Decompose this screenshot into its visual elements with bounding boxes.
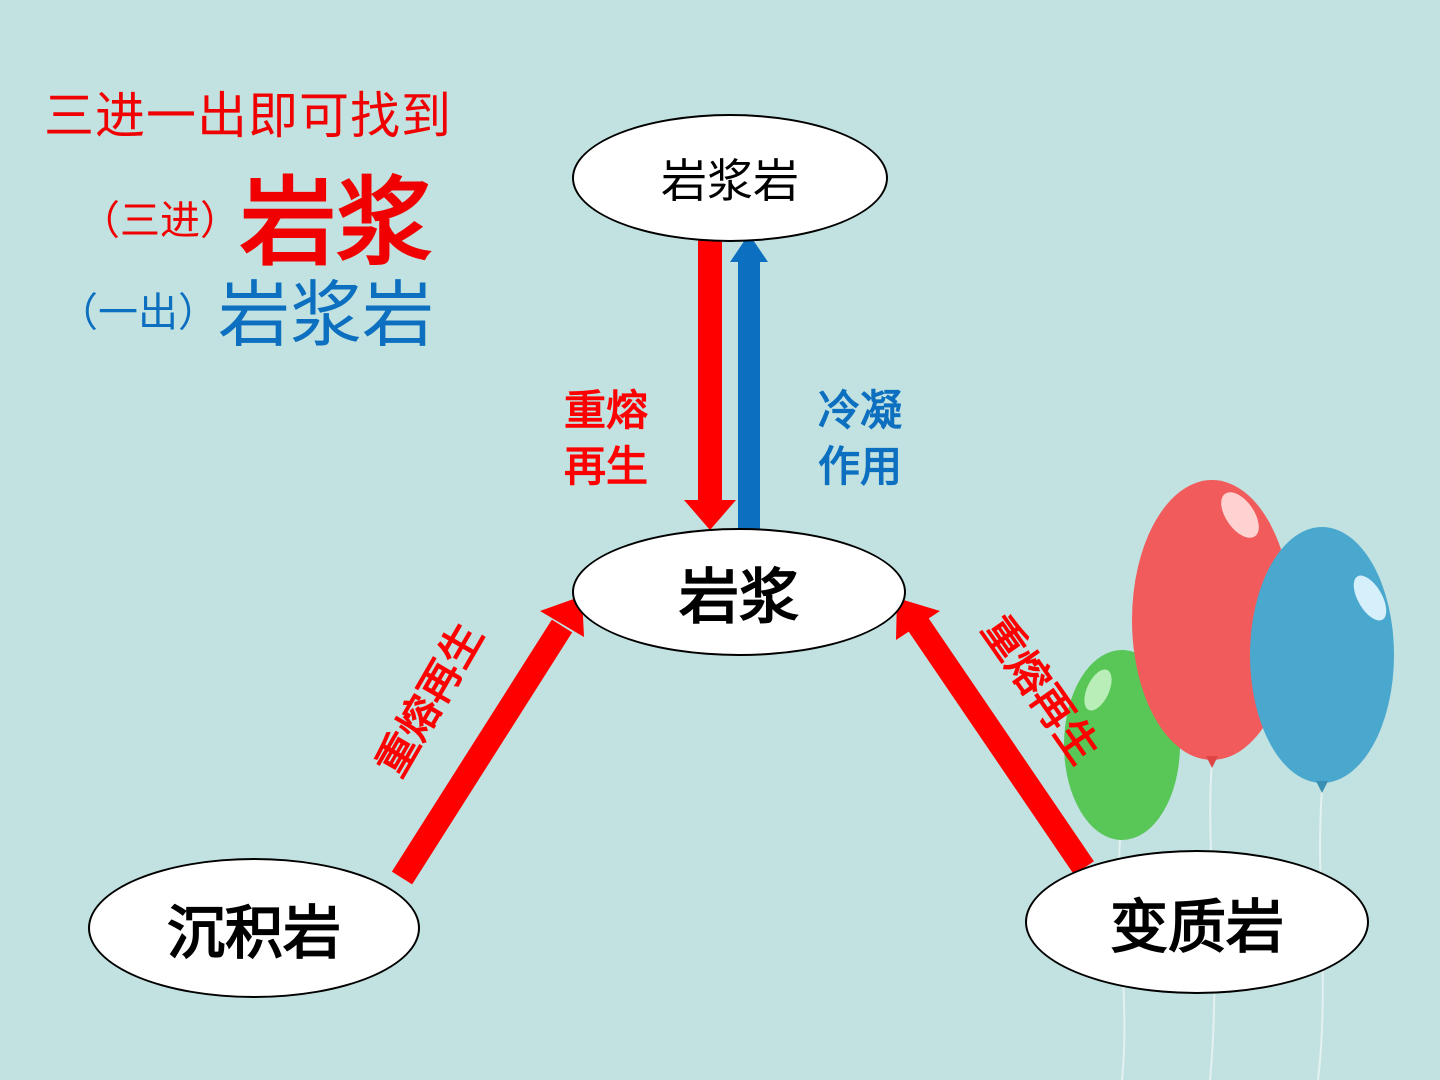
arrow-magma-to-igneous <box>730 234 768 530</box>
arrow-metamorphic-to-magma <box>896 598 1094 875</box>
label-condensation-line2: 作用 <box>818 442 903 491</box>
legend-title: 三进一出即可找到 <box>44 87 452 145</box>
node-sedimentary-rock: 沉积岩 <box>88 858 420 998</box>
node-igneous-rock: 岩浆岩 <box>572 114 888 242</box>
node-magma: 岩浆 <box>572 528 906 656</box>
arrow-igneous-to-magma <box>684 234 736 530</box>
legend-one-out-main: 岩浆岩 <box>218 273 435 357</box>
legend-one-out: （一出）岩浆岩 <box>58 256 434 361</box>
balloon-red <box>1132 480 1292 768</box>
legend-three-in: （三进）岩浆 <box>80 145 432 284</box>
label-remelt-igneous: 重熔 再生 <box>564 383 664 495</box>
arrow-sedimentary-to-magma <box>391 596 584 885</box>
label-condensation: 冷凝 作用 <box>818 383 918 495</box>
balloon-blue <box>1250 527 1394 793</box>
node-metamorphic-rock: 变质岩 <box>1025 850 1369 994</box>
legend-three-in-main: 岩浆 <box>240 166 432 279</box>
label-remelt-igneous-line2: 再生 <box>564 442 649 491</box>
label-remelt-igneous-line1: 重熔 <box>564 386 649 435</box>
label-condensation-line1: 冷凝 <box>818 386 903 435</box>
legend-three-in-prefix: （三进） <box>80 198 240 244</box>
legend-one-out-prefix: （一出） <box>58 290 218 336</box>
